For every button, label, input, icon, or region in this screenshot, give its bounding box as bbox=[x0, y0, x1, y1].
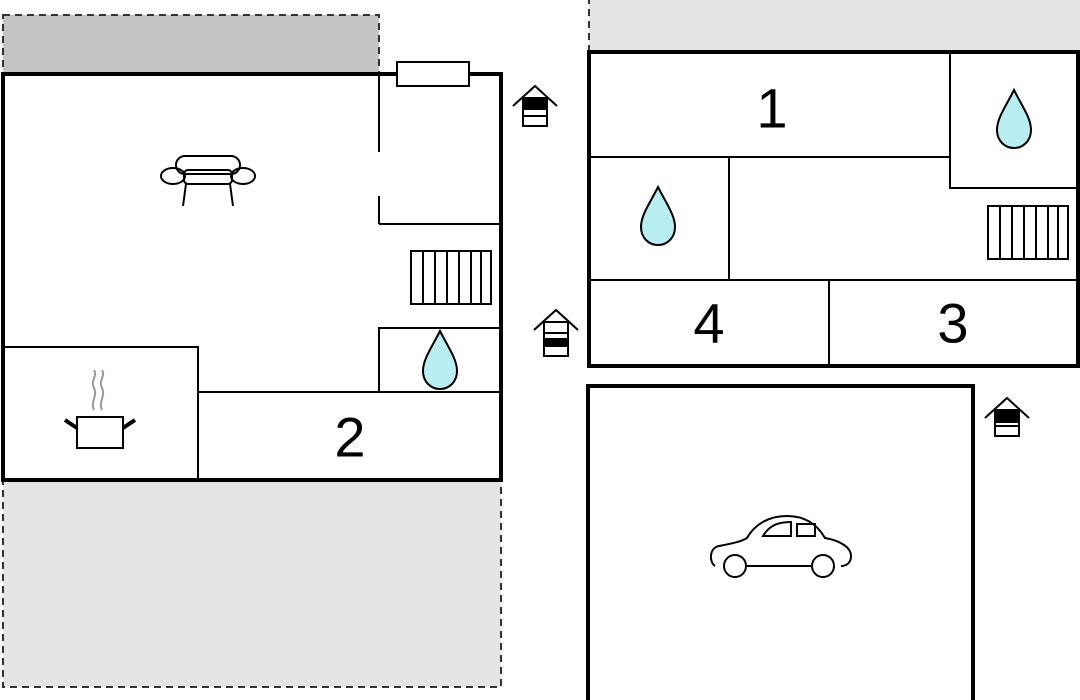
window bbox=[396, 61, 470, 87]
car-icon bbox=[709, 514, 853, 578]
kitchen-pot-icon bbox=[63, 369, 137, 449]
kitchen-wall bbox=[3, 346, 199, 480]
bathroom-wall bbox=[378, 327, 501, 392]
main-building bbox=[1, 61, 503, 482]
bathroom-drop-icon bbox=[995, 87, 1033, 150]
terrace-bottom-left bbox=[2, 480, 502, 688]
room-number-4: 4 bbox=[693, 292, 724, 355]
annex-building bbox=[587, 50, 1080, 368]
sofa-icon bbox=[160, 155, 256, 207]
annex-bathroom-wall bbox=[949, 52, 1078, 189]
entrance-house-icon bbox=[984, 396, 1030, 437]
room-number-2: 2 bbox=[334, 406, 365, 469]
room-number-1: 1 bbox=[756, 77, 787, 140]
terrace-top-left bbox=[2, 14, 380, 74]
radiator-icon bbox=[410, 250, 492, 305]
main-building-outline bbox=[1, 72, 503, 482]
entrance-house-icon bbox=[512, 84, 558, 127]
entrance-house-icon bbox=[533, 308, 579, 357]
bathroom-drop-icon bbox=[639, 184, 677, 247]
garage-outline bbox=[586, 384, 975, 700]
annex-building-outline bbox=[587, 50, 1080, 368]
bathroom-drop-icon bbox=[421, 328, 459, 391]
room-number-3: 3 bbox=[937, 292, 968, 355]
radiator-icon bbox=[987, 205, 1069, 260]
terrace-top-right bbox=[588, 0, 1080, 53]
